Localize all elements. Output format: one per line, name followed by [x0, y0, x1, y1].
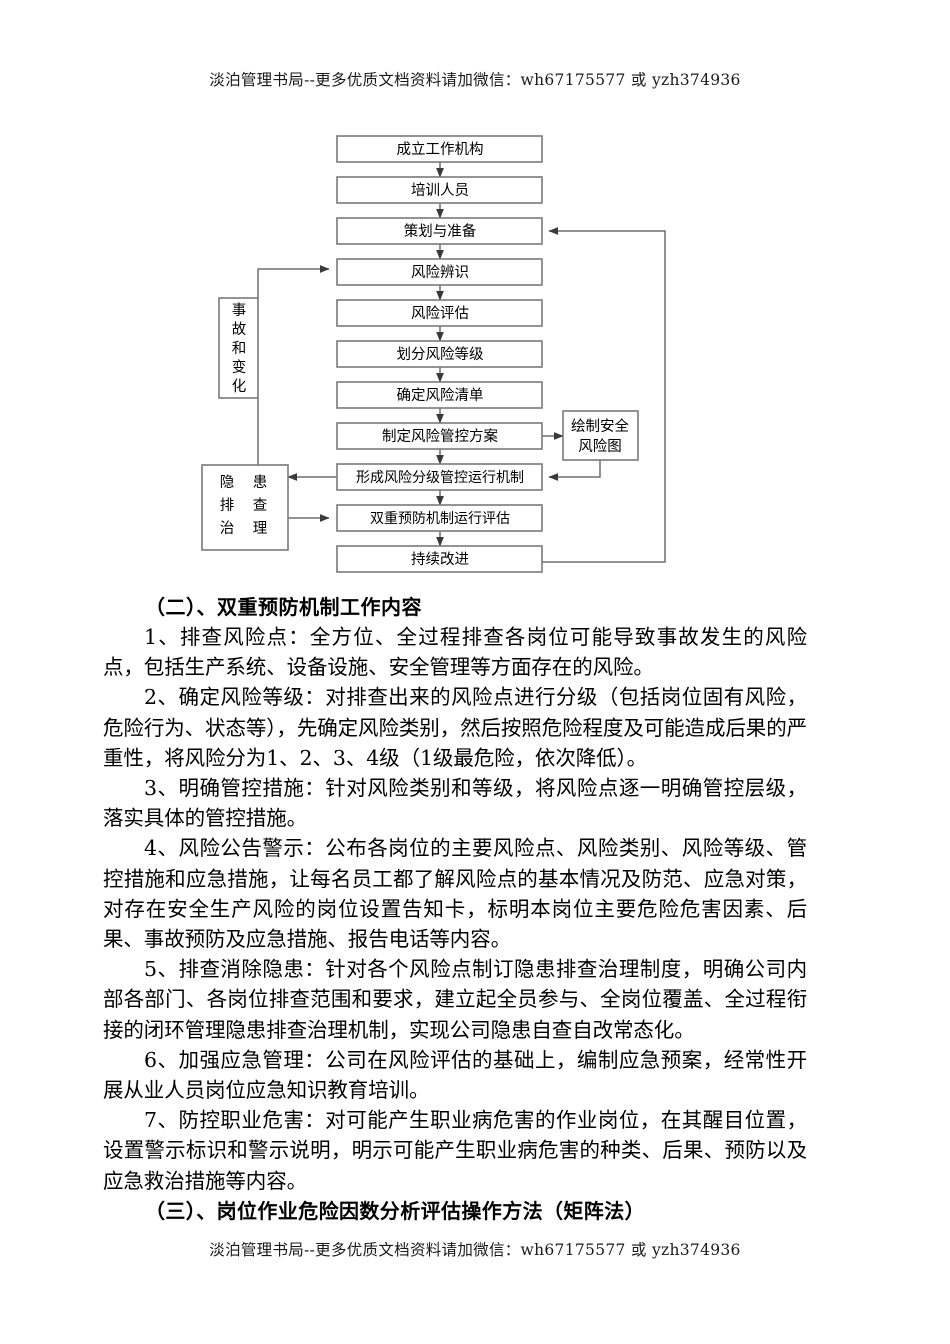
paragraph-6: 6、加强应急管理：公司在风险评估的基础上，编制应急预案，经常性开展从业人员岗位应… [103, 1047, 807, 1103]
flow-box-risk-identification: 风险辨识 [336, 258, 543, 286]
flow-box-accident-change: 事 故 和 变 化 [218, 297, 259, 399]
flow-box-risk-assessment: 风险评估 [336, 299, 543, 327]
accident-change-connector [257, 265, 330, 298]
flow-box-risk-grading: 划分风险等级 [336, 340, 543, 368]
flow-box-hazard-investigation: 隐 排 治 患 查 理 [201, 464, 289, 551]
flow-box-plan-prepare: 策划与准备 [336, 217, 543, 245]
accident-change-char: 变 [232, 359, 247, 376]
dual-prevention-flowchart: 成立工作机构 培训人员 策划与准备 风险辨识 风险评估 划分风险等级 确定风险清… [0, 120, 950, 590]
flow-box-label: 风险评估 [411, 305, 469, 322]
flow-box-label: 双重预防机制运行评估 [370, 511, 510, 527]
flow-box-train-personnel: 培训人员 [336, 176, 543, 204]
outer-feedback-loop [542, 227, 666, 563]
hazard-col2-char: 查 [253, 497, 268, 514]
map-to-mechanism-connector [548, 460, 601, 481]
flow-box-label: 制定风险管控方案 [382, 427, 498, 445]
hazard-col1-char: 排 [220, 497, 235, 514]
flow-box-graded-control-mechanism: 形成风险分级管控运行机制 [336, 463, 543, 491]
flow-box-label: 确定风险清单 [397, 387, 484, 404]
flowchart-canvas: 成立工作机构 培训人员 策划与准备 风险辨识 风险评估 划分风险等级 确定风险清… [201, 135, 666, 573]
flow-box-label: 成立工作机构 [397, 141, 484, 158]
accident-change-char: 化 [232, 378, 247, 395]
section-heading-3: （三）、岗位作业危险因数分析评估操作方法（矩阵法） [145, 1198, 645, 1223]
hazard-col2-char: 理 [253, 521, 268, 537]
flow-box-label: 持续改进 [411, 551, 469, 568]
flow-box-establish-org: 成立工作机构 [336, 135, 543, 163]
paragraph-2: 2、确定风险等级：对排查出来的风险点进行分级（包括岗位固有风险，危险行为、状态等… [103, 685, 807, 770]
flow-box-label: 风险辨识 [411, 264, 469, 281]
paragraph-4: 4、风险公告警示：公布各岗位的主要风险点、风险类别、风险等级、管控措施和应急措施… [103, 836, 807, 952]
accident-change-char: 故 [232, 321, 247, 338]
header-watermark: 淡泊管理书局--更多优质文档资料请加微信：wh67175577 或 yzh374… [209, 71, 741, 89]
paragraph-5: 5、排查消除隐患：针对各个风险点制订隐患排查治理制度，明确公司内部各部门、各岗位… [103, 957, 807, 1042]
flow-box-label: 策划与准备 [404, 223, 477, 240]
flow-box-label: 形成风险分级管控运行机制 [356, 470, 524, 486]
document-body: （二）、双重预防机制工作内容 1、排查风险点：全方位、全过程排查各岗位可能导致事… [103, 592, 807, 1227]
accident-change-char: 和 [232, 340, 247, 357]
safety-risk-map-line: 绘制安全 [571, 417, 629, 435]
flow-box-label: 划分风险等级 [397, 345, 484, 363]
flow-box-risk-list: 确定风险清单 [336, 381, 543, 409]
hazard-col1-char: 隐 [220, 474, 235, 491]
section-heading-2: （二）、双重预防机制工作内容 [145, 595, 422, 619]
hazard-col2-char: 患 [253, 474, 268, 491]
paragraph-7: 7、防控职业危害：对可能产生职业病危害的作业岗位，在其醒目位置，设置警示标识和警… [103, 1108, 807, 1193]
flow-box-dual-prevention-evaluation: 双重预防机制运行评估 [336, 504, 543, 532]
paragraph-1: 1、排查风险点：全方位、全过程排查各岗位可能导致事故发生的风险点，包括生产系统、… [103, 625, 807, 680]
safety-risk-map-line: 风险图 [578, 438, 622, 455]
flow-box-risk-control-plan: 制定风险管控方案 [336, 422, 543, 450]
flow-box-label: 培训人员 [411, 182, 469, 199]
footer-watermark: 淡泊管理书局--更多优质文档资料请加微信：wh67175577 或 yzh374… [209, 1241, 741, 1259]
flow-box-safety-risk-map: 绘制安全 风险图 [562, 410, 639, 461]
paragraph-3: 3、明确管控措施：针对风险类别和等级，将风险点逐一明确管控层级，落实具体的管控措… [103, 776, 807, 831]
accident-change-char: 事 [232, 302, 247, 319]
hazard-col1-char: 治 [220, 520, 235, 537]
flow-box-continuous-improvement: 持续改进 [336, 545, 543, 573]
